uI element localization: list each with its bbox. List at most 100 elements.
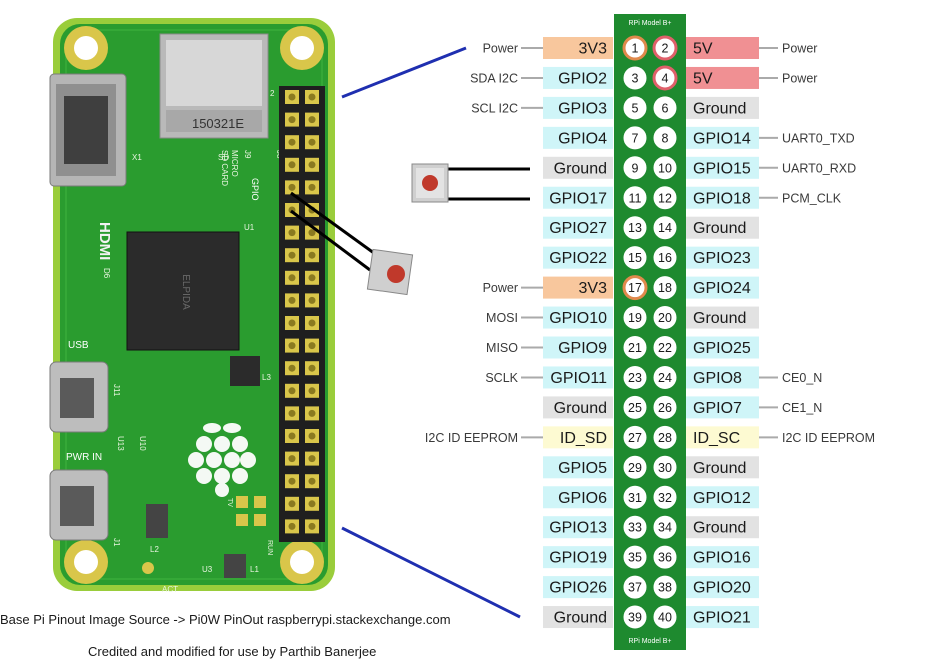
board-pad-hole bbox=[288, 387, 296, 395]
pin-number-left: 3 bbox=[632, 71, 639, 85]
pin-number-left: 25 bbox=[628, 401, 642, 415]
pin-name-box bbox=[543, 246, 613, 269]
pin-circle-left bbox=[623, 545, 647, 569]
board-pad-hole bbox=[288, 251, 296, 259]
connector-line-bottom bbox=[341, 526, 521, 619]
pin-circle-left bbox=[623, 66, 647, 90]
pin-name-right: GPIO23 bbox=[693, 250, 751, 267]
pin-name-box bbox=[543, 576, 613, 599]
pin-circle-right bbox=[653, 395, 677, 419]
pin-number-left: 1 bbox=[632, 42, 639, 56]
pin-circle-right bbox=[653, 126, 677, 150]
pin-number-right: 32 bbox=[658, 491, 672, 505]
silk-l3: L3 bbox=[262, 373, 271, 382]
pin-name-box bbox=[543, 606, 613, 629]
sd-chip-marking: 150321E bbox=[192, 116, 244, 131]
pin-circle-right bbox=[653, 605, 677, 629]
pin-name-right: GPIO12 bbox=[693, 490, 751, 507]
pin-number-left: 23 bbox=[628, 371, 642, 385]
pin-circle-right bbox=[653, 425, 677, 449]
silk-u3: U3 bbox=[202, 565, 213, 574]
pin-name-box bbox=[686, 456, 759, 479]
pin-circle-right bbox=[653, 246, 677, 270]
pin-function-left: SCLK bbox=[485, 371, 518, 385]
pin-name-left: GPIO22 bbox=[549, 250, 607, 267]
pin-circle-right bbox=[653, 485, 677, 509]
pin-number-right: 2 bbox=[662, 42, 669, 56]
pin-number-left: 39 bbox=[628, 611, 642, 625]
pin-name-right: GPIO14 bbox=[693, 130, 751, 147]
pin-function-left: MOSI bbox=[486, 311, 518, 325]
pin-circle-left bbox=[623, 306, 647, 330]
pin-circle-left bbox=[623, 605, 647, 629]
pin-name-right: GPIO20 bbox=[693, 580, 751, 597]
pin-name-left: GPIO2 bbox=[558, 70, 607, 87]
pin-name-box bbox=[686, 306, 759, 329]
board-pad-hole bbox=[288, 522, 296, 530]
board-pad-hole bbox=[308, 161, 316, 169]
sd-label-line2: SD CARD bbox=[220, 150, 229, 186]
pin-name-box bbox=[543, 126, 613, 149]
pin-name-right: 5V bbox=[693, 70, 713, 87]
pin-function-right: PCM_CLK bbox=[782, 191, 842, 205]
pwr-in-label: PWR IN bbox=[66, 452, 102, 463]
board-pad-hole bbox=[308, 319, 316, 327]
pin-number-right: 4 bbox=[662, 71, 669, 85]
pin-name-box bbox=[686, 396, 759, 419]
pin-circle-right bbox=[653, 365, 677, 389]
pin-name-box bbox=[543, 66, 613, 89]
silk-j9: J9 bbox=[243, 150, 252, 159]
pin-name-box bbox=[543, 336, 613, 359]
pin-name-left: Ground bbox=[554, 610, 607, 627]
board-pad-hole bbox=[308, 522, 316, 530]
board-pad-hole bbox=[308, 138, 316, 146]
pin-name-right: Ground bbox=[693, 100, 746, 117]
header-caption-top: RPi Model B+ bbox=[629, 20, 672, 27]
pin-name-box bbox=[543, 306, 613, 329]
pin-number-right: 8 bbox=[662, 131, 669, 145]
board-pad-hole bbox=[308, 477, 316, 485]
pin-number-left: 15 bbox=[628, 251, 642, 265]
pin-name-left: GPIO11 bbox=[550, 370, 607, 387]
pin-name-left: GPIO5 bbox=[558, 460, 607, 477]
pin-circle-left bbox=[623, 96, 647, 120]
pin-function-right: UART0_RXD bbox=[782, 161, 856, 175]
silk-j10: J11 bbox=[112, 384, 121, 397]
mounting-hole-top-right bbox=[280, 26, 324, 70]
pin-circle-right bbox=[653, 306, 677, 330]
silk-j1: J1 bbox=[112, 538, 121, 547]
pin-circle-left bbox=[623, 515, 647, 539]
pin-name-box bbox=[543, 396, 613, 419]
pin-function-left: SDA I2C bbox=[470, 71, 518, 85]
pin-circle-right bbox=[653, 216, 677, 240]
board-pad-hole bbox=[288, 500, 296, 508]
inductor bbox=[146, 504, 168, 538]
silk-l1: L1 bbox=[250, 565, 259, 574]
board-pad-hole bbox=[308, 229, 316, 237]
pin-name-box bbox=[686, 246, 759, 269]
pin-name-box bbox=[543, 156, 613, 179]
pin-circle-right bbox=[652, 65, 678, 91]
board-pad-hole bbox=[308, 409, 316, 417]
pin-name-right: 5V bbox=[693, 41, 713, 58]
pin-name-box bbox=[686, 66, 759, 89]
regulator bbox=[224, 554, 246, 578]
pin-name-left: ID_SD bbox=[560, 430, 607, 447]
pin-name-right: GPIO25 bbox=[693, 340, 751, 357]
pin-name-box bbox=[543, 37, 613, 59]
board-pad-hole bbox=[288, 432, 296, 440]
act-label: ACT bbox=[162, 585, 178, 594]
pin-number-right: 22 bbox=[658, 341, 672, 355]
pin-number-left: 19 bbox=[628, 311, 642, 325]
pin-number-left: 11 bbox=[629, 191, 642, 205]
pin-circle-left bbox=[623, 156, 647, 180]
source-caption: Base Pi Pinout Image Source -> Pi0W PinO… bbox=[0, 612, 451, 627]
